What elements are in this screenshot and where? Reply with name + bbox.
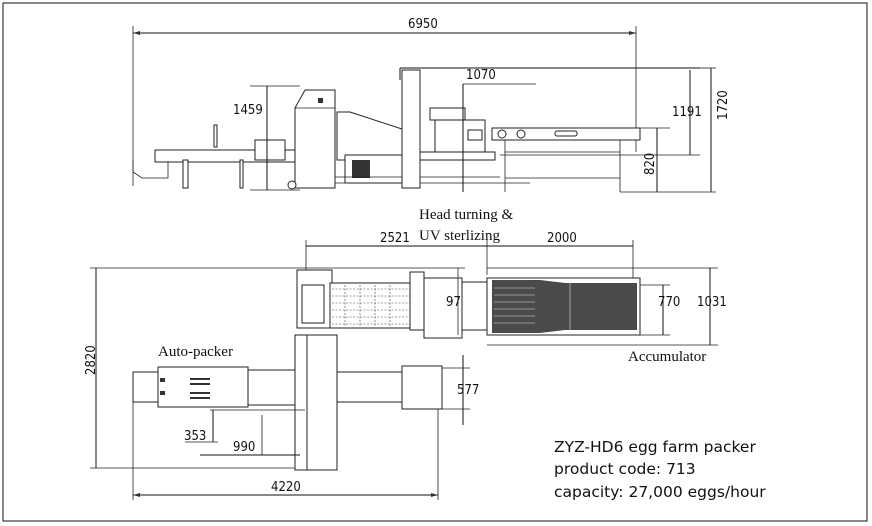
model-name: ZYZ-HD6 egg farm packer (554, 438, 756, 456)
dim-label: 770 (658, 295, 680, 310)
dim-770: 770 (640, 284, 680, 336)
dim-label: 577 (457, 383, 479, 398)
label-auto-packer: Auto-packer (158, 344, 233, 360)
dim-2000: 2000 (486, 231, 634, 278)
dim-2521: 2521 (305, 231, 487, 275)
packer-tower (294, 89, 336, 189)
dim-label: 2521 (380, 231, 410, 246)
dim-label: 6950 (408, 17, 438, 32)
uv-sterilizer (423, 277, 463, 339)
egg-grid (329, 282, 413, 329)
dim-label: 1459 (233, 103, 263, 118)
dim-2820: 2820 (84, 268, 305, 469)
dim-label: 4220 (271, 480, 301, 495)
label-accumulator: Accumulator (628, 349, 706, 365)
dim-577: 577 (442, 355, 479, 425)
dim-label: 820 (643, 153, 658, 175)
dim-1720: 1720 (620, 67, 731, 193)
dim-label: 1031 (697, 295, 727, 310)
packer-transfer-column (306, 334, 338, 471)
dim-4220: 4220 (132, 402, 439, 500)
dim-1191: 1191 (500, 70, 702, 156)
dim-label: 2820 (84, 345, 99, 375)
product-code: product code: 713 (554, 460, 696, 478)
dim-820: 820 (640, 127, 670, 192)
dim-label: 353 (184, 429, 206, 444)
dim-353: 353 (184, 409, 305, 444)
outfeed-conveyor (336, 371, 403, 403)
head-turning-unit (336, 111, 406, 161)
side-elevation: 6950 1459 (132, 17, 731, 193)
dim-label: 1720 (716, 90, 731, 120)
dim-label: 990 (233, 440, 255, 455)
outfeed-box (401, 365, 443, 410)
dim-990: 990 (200, 415, 300, 456)
dim-label: 2000 (547, 231, 577, 246)
label-uv-sterilizing: UV sterlizing (419, 228, 500, 244)
dim-1031: 1031 (697, 268, 727, 345)
dim-1070: 1070 (462, 68, 536, 192)
dim-label: 1070 (466, 68, 496, 83)
capacity: capacity: 27,000 eggs/hour (554, 483, 766, 501)
tall-column (401, 69, 421, 189)
dim-1459: 1459 (233, 85, 300, 191)
dim-label: 1191 (672, 105, 702, 120)
plan-view: 2521 2000 972 (84, 231, 727, 500)
label-head-turning: Head turning & (419, 207, 513, 223)
